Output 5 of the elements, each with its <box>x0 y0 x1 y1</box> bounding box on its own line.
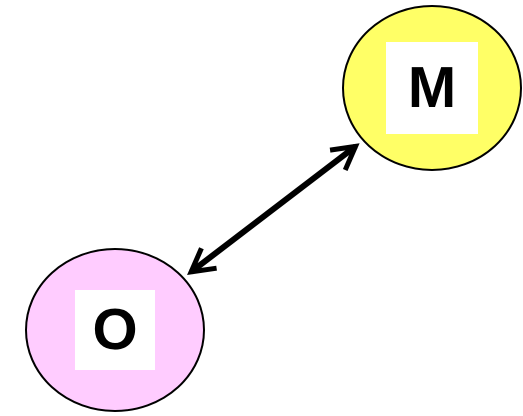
double-arrow <box>188 144 358 274</box>
node-label: O <box>75 290 155 370</box>
ellipse-node <box>342 5 522 171</box>
node-label: M <box>386 42 478 134</box>
ellipse-node <box>25 248 205 412</box>
